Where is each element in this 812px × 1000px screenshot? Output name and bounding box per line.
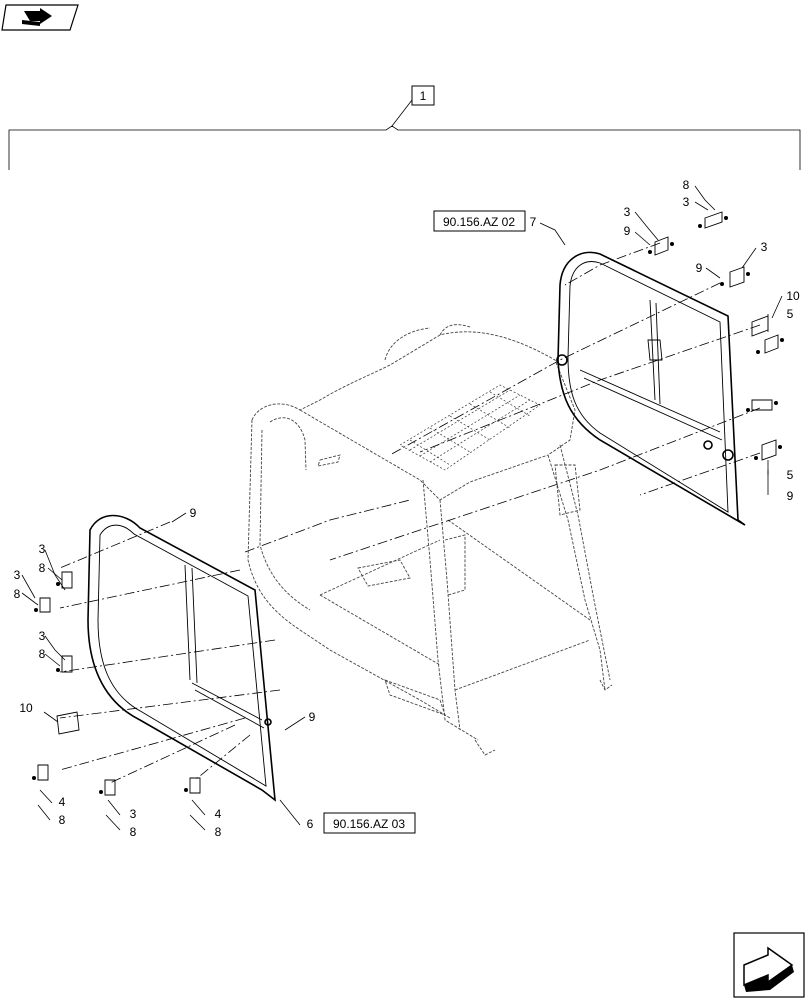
alignment-lines	[59, 242, 761, 784]
callout-9: 9	[696, 261, 703, 275]
callout-8: 8	[59, 813, 66, 827]
callout-3: 3	[130, 807, 137, 821]
callout-8: 8	[39, 647, 46, 661]
callout-6: 6	[307, 817, 314, 831]
next-page-arrow-icon[interactable]	[733, 932, 805, 998]
callout-8: 8	[215, 825, 222, 839]
rear-window-ref[interactable]: 90.156.AZ 02	[443, 215, 515, 229]
book-arrow-icon[interactable]	[1, 4, 79, 31]
front-window	[87, 514, 276, 802]
callout-9: 9	[787, 489, 794, 503]
ref-box-rear[interactable]: 90.156.AZ 02	[433, 210, 526, 232]
callout-3: 3	[761, 240, 768, 254]
callout-7: 7	[530, 215, 537, 229]
callout-10: 10	[786, 289, 800, 303]
callout-5: 5	[787, 307, 794, 321]
callout-10: 10	[19, 701, 33, 715]
callout-9: 9	[309, 710, 316, 724]
callout-4: 4	[59, 795, 66, 809]
callout-4: 4	[215, 807, 222, 821]
callout-8: 8	[39, 561, 46, 575]
callout-labels: 8 3 3 9 9 3 7 10 5 5 9 9 3 8 3 8 3 8 10 …	[14, 178, 800, 839]
callout-8: 8	[14, 587, 21, 601]
assembly-bracket: 1	[8, 85, 801, 170]
leader-lines	[21, 185, 783, 831]
cab-frame	[247, 324, 613, 756]
front-window-ref[interactable]: 90.156.AZ 03	[333, 817, 405, 831]
callout-8: 8	[683, 178, 690, 192]
callout-3: 3	[624, 205, 631, 219]
callout-5: 5	[787, 468, 794, 482]
callout-3: 3	[39, 542, 46, 556]
callout-3: 3	[39, 629, 46, 643]
callout-9: 9	[190, 506, 197, 520]
callout-8: 8	[130, 825, 137, 839]
assembly-callout: 1	[420, 89, 427, 103]
ref-box-front[interactable]: 90.156.AZ 03	[323, 812, 416, 834]
callout-9: 9	[624, 224, 631, 238]
hardware-clips	[32, 211, 784, 796]
rear-window	[556, 251, 746, 526]
callout-3: 3	[14, 568, 21, 582]
callout-3: 3	[683, 195, 690, 209]
